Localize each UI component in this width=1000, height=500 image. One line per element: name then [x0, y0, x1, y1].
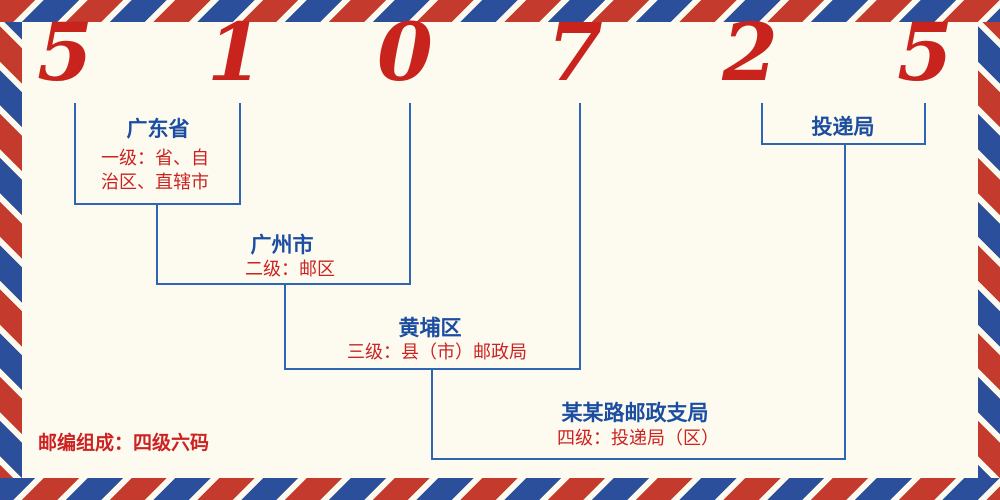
connector-line	[156, 283, 411, 285]
connector-line	[409, 103, 411, 285]
postal-digit-6: 5	[897, 5, 953, 99]
connector-line	[284, 285, 286, 370]
postal-digit-5: 2	[722, 5, 778, 99]
connector-line	[924, 103, 926, 145]
airmail-border-left	[0, 0, 22, 500]
connector-line	[74, 103, 76, 205]
postal-digit-4: 7	[547, 5, 603, 99]
level-4-title: 某某路邮政支局	[561, 402, 709, 425]
connector-line	[761, 143, 926, 145]
level-1-desc-line-1: 一级：省、自	[101, 148, 209, 168]
composition-note: 邮编组成：四级六码	[38, 433, 210, 454]
airmail-border-top	[0, 0, 1000, 22]
airmail-border-bottom	[0, 478, 1000, 500]
connector-line	[74, 203, 241, 205]
delivery-office-title: 投递局	[811, 116, 875, 139]
level-2-desc: 二级：邮区	[245, 259, 335, 279]
level-1-desc-line-2: 治区、直辖市	[101, 172, 209, 192]
level-4-desc: 四级：投递局（区）	[557, 428, 719, 448]
connector-line	[284, 368, 581, 370]
level-1-title: 广东省	[126, 118, 190, 141]
level-2-title: 广州市	[250, 234, 314, 257]
connector-line	[431, 370, 433, 460]
connector-line	[431, 458, 846, 460]
level-3-desc: 三级：县（市）邮政局	[347, 342, 527, 362]
level-3-title: 黄埔区	[398, 317, 462, 340]
level-1-desc: 一级：省、自 治区、直辖市	[55, 146, 255, 194]
airmail-border-right	[978, 0, 1000, 500]
connector-line	[239, 103, 241, 205]
postal-digit-1: 5	[37, 5, 93, 99]
postal-digit-3: 0	[377, 5, 433, 99]
connector-line	[156, 205, 158, 285]
postal-digit-2: 1	[207, 5, 263, 99]
connector-line	[844, 145, 846, 460]
connector-line	[761, 103, 763, 145]
connector-line	[579, 103, 581, 370]
